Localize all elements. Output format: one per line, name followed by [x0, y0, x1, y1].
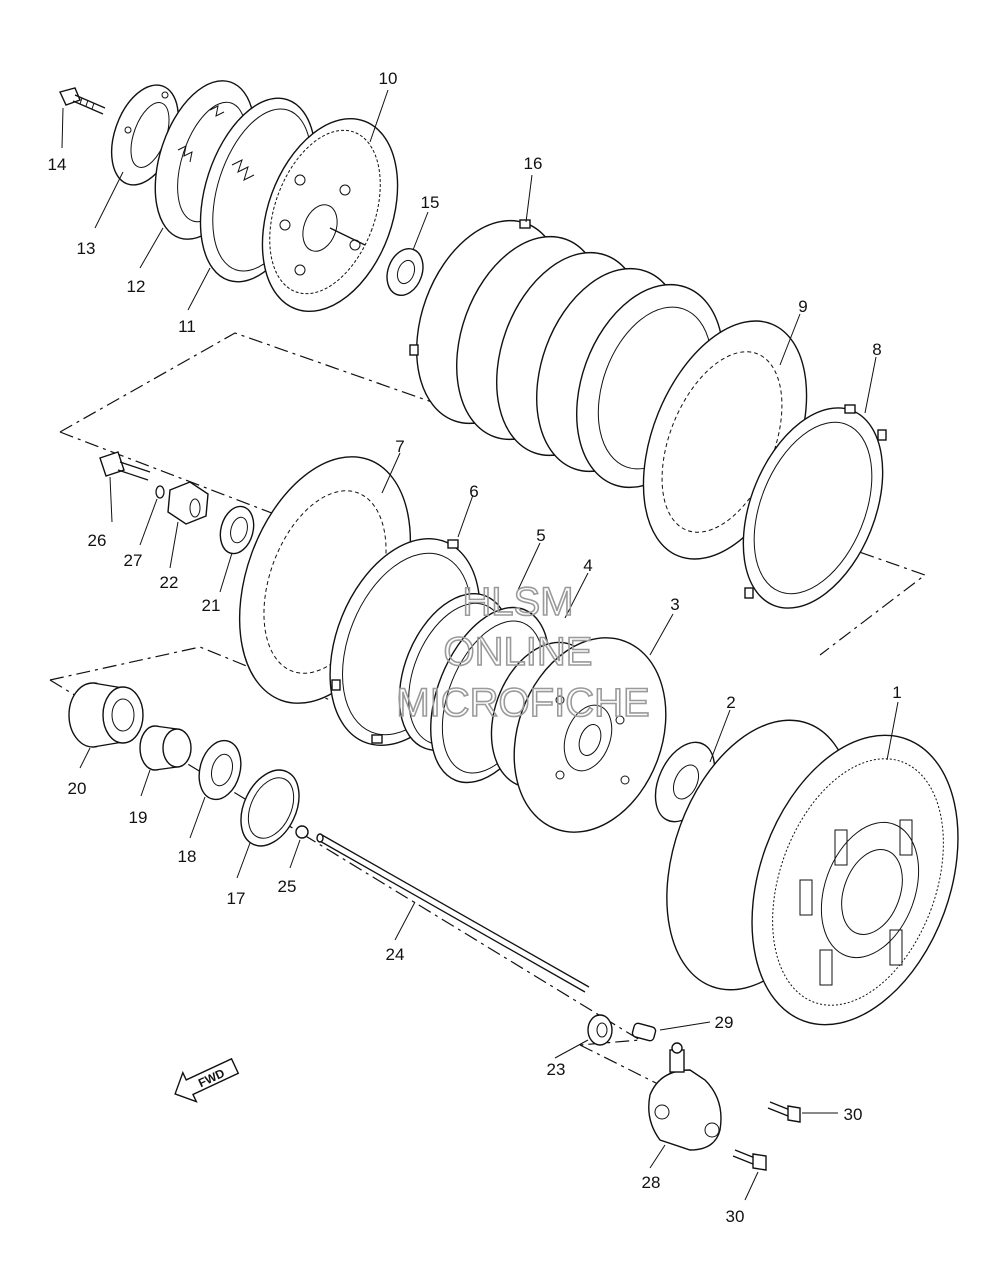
callout-30-upper: 30 [844, 1105, 863, 1124]
callout-12: 12 [127, 277, 146, 296]
callout-18: 18 [178, 847, 197, 866]
watermark-line-1: HLSM [462, 580, 573, 624]
callout-20: 20 [68, 779, 87, 798]
callout-11: 11 [178, 317, 196, 336]
bolt-flange-26-drawing [99, 451, 151, 481]
o-ring-27-drawing [155, 485, 165, 499]
bearing-15-drawing [386, 248, 424, 296]
assembly-frame-upper [59, 332, 927, 656]
clutch-housing-1-drawing [666, 719, 959, 1026]
callout-9: 9 [798, 297, 807, 316]
release-cylinder-28-drawing [648, 1042, 722, 1151]
bearing-18-drawing [198, 739, 242, 801]
callout-25: 25 [278, 877, 297, 896]
bushing-20-drawing [68, 682, 144, 748]
callout-13: 13 [77, 239, 96, 258]
callout-29: 29 [715, 1013, 734, 1032]
dowel-pin-29-drawing [631, 1022, 657, 1042]
bolt-30-lower-drawing [732, 1149, 767, 1171]
callout-2: 2 [726, 693, 735, 712]
callout-7: 7 [395, 437, 404, 456]
callout-19: 19 [129, 808, 148, 827]
pressure-plate-10-drawing [261, 117, 399, 313]
callout-15: 15 [421, 193, 440, 212]
oil-seal-23-drawing [587, 1014, 613, 1046]
callout-1: 1 [892, 683, 901, 702]
bolt-14-drawing [59, 87, 106, 115]
callout-23: 23 [547, 1060, 566, 1079]
callout-24: 24 [386, 945, 405, 964]
leader-lines [61, 89, 899, 1201]
friction-plate-stack-16-drawing [409, 219, 724, 489]
part-callouts: 1 2 3 4 5 6 7 8 9 10 11 12 13 14 15 16 1… [48, 69, 902, 1226]
callout-22: 22 [160, 573, 179, 592]
watermark-line-3: MICROFICHE [396, 681, 649, 725]
ball-25-drawing [295, 825, 309, 839]
callout-21: 21 [202, 596, 221, 615]
fwd-label: FWD [196, 1066, 227, 1090]
callout-10: 10 [379, 69, 398, 88]
nut-22-drawing [167, 481, 209, 525]
lock-washer-21-drawing [219, 505, 255, 555]
watermark-line-2: ONLINE [444, 630, 593, 674]
callout-30-lower: 30 [726, 1207, 745, 1226]
bolt-30-upper-drawing [767, 1101, 801, 1123]
push-rod-24-drawing [316, 833, 590, 993]
friction-plate-8-drawing [742, 404, 887, 609]
callout-3: 3 [670, 595, 679, 614]
fwd-arrow-icon: FWD [174, 1057, 240, 1103]
callout-5: 5 [536, 526, 545, 545]
clutch-boss-3-drawing [490, 637, 667, 833]
callout-14: 14 [48, 155, 67, 174]
watermark: HLSM ONLINE MICROFICHE [396, 579, 651, 726]
washer-17-drawing [240, 769, 300, 847]
callout-8: 8 [872, 340, 881, 359]
callout-26: 26 [88, 531, 107, 550]
spacer-19-drawing [139, 725, 192, 771]
callout-27: 27 [124, 551, 143, 570]
callout-17: 17 [227, 889, 246, 908]
callout-28: 28 [642, 1173, 661, 1192]
callout-6: 6 [469, 482, 478, 501]
callout-4: 4 [583, 556, 592, 575]
callout-16: 16 [524, 154, 543, 173]
